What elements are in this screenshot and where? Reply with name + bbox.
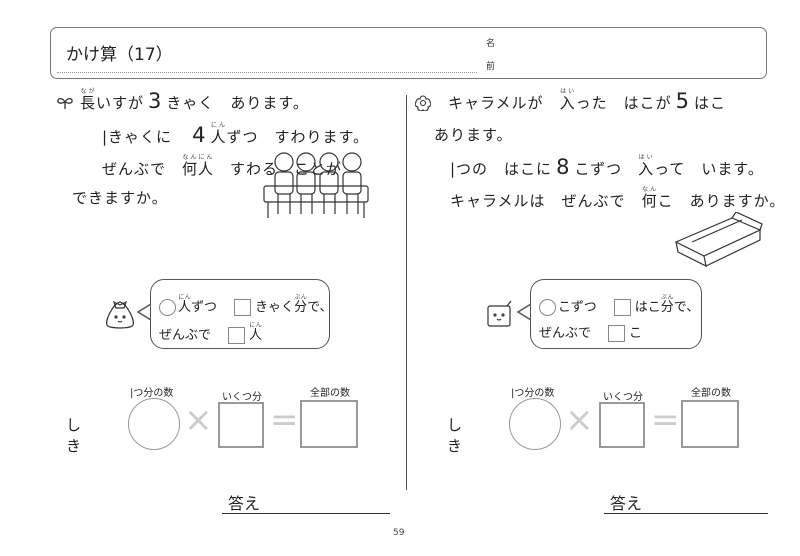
name-field[interactable] bbox=[495, 60, 760, 72]
hint-bubble-right: こずつ はこ分ぶんで、 ぜんぶで こ bbox=[530, 279, 702, 349]
problem-text: 入はい bbox=[559, 88, 576, 112]
name-label-1: 名 bbox=[486, 39, 496, 49]
hint-text: 分ぶん bbox=[660, 294, 674, 315]
total-answer-box[interactable] bbox=[300, 400, 358, 448]
caramel-box-illustration bbox=[674, 212, 763, 268]
hint-text: はこ bbox=[634, 300, 661, 315]
total-answer-box[interactable] bbox=[681, 400, 739, 448]
per-unit-label: |つ分の数 bbox=[511, 388, 555, 399]
answer-line-right[interactable] bbox=[604, 513, 768, 514]
problem-text: 人にん bbox=[210, 122, 227, 146]
problem-text: キャラメルが bbox=[448, 94, 560, 112]
blank-box bbox=[608, 325, 626, 342]
problem-line: ぜんぶで 何人なんにん すわる ことが bbox=[102, 154, 342, 179]
problem-text: |きゃくに bbox=[102, 128, 189, 146]
equation-label: しき bbox=[66, 416, 88, 455]
blank-box bbox=[613, 299, 631, 316]
hint-text: ずつ bbox=[191, 300, 218, 315]
per-unit-answer-circle[interactable] bbox=[509, 398, 561, 450]
problem-text: 何人なんにん bbox=[182, 154, 215, 178]
problem-number: 4 bbox=[192, 123, 207, 147]
units-answer-box[interactable] bbox=[599, 402, 645, 448]
hint-text: で、 bbox=[673, 300, 700, 315]
answer-line-left[interactable] bbox=[222, 513, 390, 514]
blank-box bbox=[228, 327, 246, 344]
page-title: かけ算（17） bbox=[66, 45, 173, 65]
hint-text: ぜんぶで bbox=[159, 328, 212, 343]
column-divider bbox=[406, 95, 407, 490]
units-label: いくつ分 bbox=[603, 392, 643, 403]
header-box bbox=[50, 27, 767, 79]
caramel-character-icon bbox=[487, 300, 512, 327]
answer-label-left: 答え bbox=[228, 494, 261, 513]
problem-text: って います。 bbox=[654, 160, 764, 178]
hint-text: こずつ bbox=[558, 300, 597, 315]
problem-text: すわる ことが bbox=[214, 160, 343, 178]
total-label: 全部の数 bbox=[310, 388, 350, 399]
per-unit-label: |つ分の数 bbox=[130, 388, 174, 399]
problem-text: った はこが bbox=[575, 94, 672, 112]
equation-label: しき bbox=[447, 416, 469, 455]
problem-number: 5 bbox=[675, 89, 690, 113]
page-number: 59 bbox=[393, 528, 405, 538]
sprout-icon bbox=[57, 97, 73, 109]
name-label-2: 前 bbox=[486, 62, 496, 72]
flower-icon bbox=[415, 95, 431, 111]
units-answer-box[interactable] bbox=[218, 402, 264, 448]
problem-number: 8 bbox=[556, 155, 571, 179]
problem-line: できますか。 bbox=[72, 187, 168, 208]
times-sign: × bbox=[565, 400, 594, 440]
equals-sign: = bbox=[651, 400, 680, 440]
blank-circle bbox=[159, 299, 176, 316]
problem-text: こ ありますか。 bbox=[657, 192, 786, 210]
bubble-tail bbox=[136, 303, 152, 321]
blank-circle bbox=[539, 299, 556, 316]
hint-text: ぜんぶで bbox=[539, 326, 592, 341]
hint-text: 人にん bbox=[249, 322, 263, 343]
children-on-bench-illustration bbox=[263, 152, 369, 218]
problem-text: こずつ bbox=[574, 160, 639, 178]
hint-text: こ bbox=[629, 326, 643, 341]
problem-text: 何なん bbox=[641, 186, 658, 210]
problem-line: あります。 bbox=[434, 124, 513, 145]
hint-text: きゃく bbox=[255, 300, 295, 315]
total-label: 全部の数 bbox=[691, 388, 731, 399]
hint-text: 分ぶん bbox=[294, 294, 308, 315]
problem-text: 入はい bbox=[638, 154, 655, 178]
answer-label-right: 答え bbox=[610, 494, 643, 513]
problem-text: はこ bbox=[693, 94, 726, 112]
problem-text: ずつ すわります。 bbox=[226, 128, 369, 146]
hint-text: 人にん bbox=[178, 294, 192, 315]
per-unit-answer-circle[interactable] bbox=[128, 398, 180, 450]
equals-sign: = bbox=[270, 400, 299, 440]
problem-text: できますか。 bbox=[72, 189, 168, 207]
units-label: いくつ分 bbox=[222, 392, 262, 403]
problem-text: きゃく あります。 bbox=[166, 94, 309, 112]
hint-bubble-left: 人にんずつ きゃく分ぶんで、 ぜんぶで 人にん bbox=[150, 279, 333, 349]
problem-number: 3 bbox=[148, 89, 163, 113]
bubble-tail bbox=[516, 303, 532, 321]
title-dotted-line bbox=[57, 72, 477, 73]
problem-line: キャラメルは ぜんぶで 何なんこ ありますか。 bbox=[450, 186, 785, 211]
problem-text: いすが bbox=[96, 94, 145, 112]
problem-text: |つの はこに bbox=[450, 160, 553, 178]
problem-text: キャラメルは ぜんぶで bbox=[450, 192, 642, 210]
problem-text: ぜんぶで bbox=[102, 160, 183, 178]
hint-text: で、 bbox=[307, 300, 333, 315]
problem-text: あります。 bbox=[434, 126, 513, 144]
onigiri-character-icon bbox=[106, 300, 134, 329]
times-sign: × bbox=[184, 400, 213, 440]
blank-box bbox=[234, 299, 252, 316]
problem-text: 長なが bbox=[80, 88, 97, 112]
